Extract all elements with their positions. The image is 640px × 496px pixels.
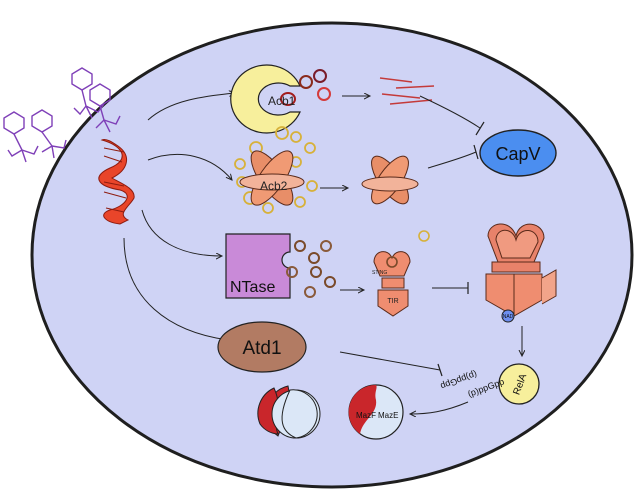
nad-label: NAD	[503, 314, 514, 320]
rela-node: RelA	[498, 363, 540, 405]
inhibition-acb1-to-capv	[419, 95, 481, 129]
arrow-dna-to-acb2	[147, 153, 232, 180]
ntase-label: NTase	[230, 279, 275, 296]
cyclic-nucleotide-cluster-3	[286, 240, 336, 298]
inhibition-acb2-to-capv	[427, 151, 477, 169]
atd1-node: Atd1	[217, 321, 307, 373]
capv-label: CapV	[495, 144, 540, 164]
phage-icon	[31, 109, 67, 159]
phage-icon	[89, 83, 121, 133]
mazf-label: MazF	[356, 411, 376, 420]
atd1-label: Atd1	[242, 338, 281, 359]
tir-label: TIR	[387, 298, 398, 305]
cyclic-nucleotide-cluster-1	[299, 69, 331, 101]
arrow-ppgpp-to-mazfe	[410, 401, 469, 414]
arrow-dna-to-atd1	[123, 237, 228, 340]
bacterial-cell	[30, 21, 634, 489]
sting-tir-node: STING TIR	[372, 230, 430, 317]
released-mazf-maze	[257, 385, 321, 439]
mazf-maze-complex: MazF MazE	[348, 384, 404, 440]
acb1-node: Acb1	[230, 64, 301, 134]
phage-icon	[3, 111, 39, 163]
ntase-node: NTase	[225, 233, 291, 299]
phage-group	[3, 67, 121, 163]
capv-node	[479, 129, 557, 177]
phage-dna-icon	[98, 139, 135, 225]
sting-tir-filament-node: NAD	[485, 223, 557, 323]
acb2-bound-complex	[361, 155, 419, 205]
arrow-dna-to-ntase	[141, 209, 222, 256]
degraded-nucleotides	[379, 77, 435, 105]
acb2-node: Acb2	[234, 126, 318, 214]
acb2-label: Acb2	[260, 179, 288, 193]
phage-icon	[71, 67, 105, 119]
acb1-label: Acb1	[268, 94, 296, 108]
sting-label: STING	[372, 270, 387, 276]
inhibition-atd1-to-ppgpp	[339, 351, 441, 371]
maze-label: MazE	[378, 411, 398, 420]
arrow-dna-to-acb1	[147, 93, 235, 121]
